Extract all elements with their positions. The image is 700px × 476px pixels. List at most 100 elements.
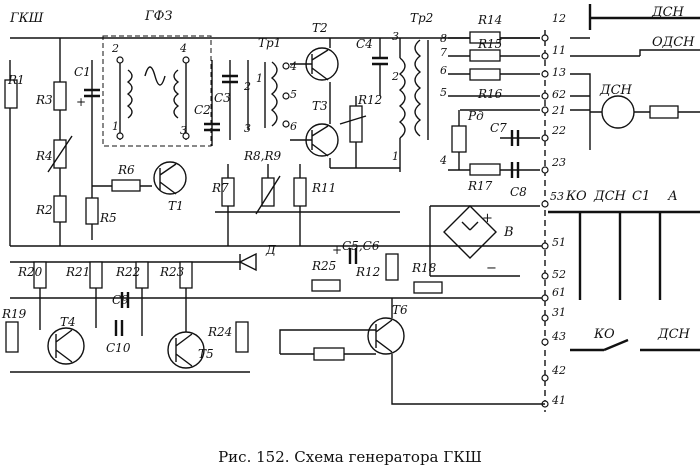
dsn-mid-label: ДСН [593, 189, 627, 204]
c8-label: C8 [510, 185, 527, 199]
terminal-43: 43 [551, 330, 566, 343]
resistor-r15 [469, 68, 501, 81]
terminal-42: 42 [551, 364, 566, 377]
bridge-rectifier: + − В [429, 205, 540, 277]
r23-label: R24 [207, 325, 232, 339]
r20-label: R21 [65, 265, 90, 279]
capacitor-c5c6 [348, 248, 358, 264]
tr2-pin-8: 8 [440, 32, 447, 45]
dsn-top-label: ДСН [651, 5, 685, 20]
tr2-label: Тр2 [410, 11, 433, 25]
t3-label: T3 [312, 99, 328, 113]
t6-stage: T6 [279, 298, 545, 405]
resistor-r23 [235, 321, 249, 353]
tr2-pin-7: 7 [440, 46, 447, 59]
r1-label: R1 [7, 73, 25, 87]
tr1-pin-4: 4 [289, 60, 297, 73]
r12-label: R12 [355, 265, 380, 279]
resistor-r18 [5, 321, 19, 353]
c1-plus: + [76, 95, 86, 109]
output-stage: T2 T3 C4 R12 R8,R9 [243, 21, 400, 169]
terminal-41: 41 [551, 394, 566, 407]
bridge-plus: + [482, 211, 493, 226]
t2-label: T2 [312, 21, 328, 35]
c3-label: C3 [214, 91, 231, 105]
t4-label: T4 [60, 315, 76, 329]
r24-label: R25 [311, 259, 336, 273]
r18-label: R19 [1, 307, 27, 321]
resistor-r2 [53, 195, 67, 223]
c7-label: C7 [490, 121, 507, 135]
tr2-transformer: 3 2 1 8 7 6 5 4 [391, 30, 447, 172]
c5c6-plus: + [332, 243, 342, 257]
gfz-label: ГФЗ [144, 9, 173, 24]
transistor-t4 [47, 327, 85, 365]
r19-label: R20 [17, 265, 43, 279]
gfz-out-3: 3 [244, 122, 251, 135]
gfz-pin-3: 3 [180, 124, 187, 137]
input-section: R1 R3 R4 R2 C1 + R5 R6 T1 [4, 60, 187, 240]
t5-label: T5 [198, 347, 214, 361]
diode-d [238, 252, 257, 272]
c1-label: C1 [74, 65, 91, 79]
r21-label: R22 [115, 265, 140, 279]
ko-label-1: КО [565, 189, 587, 204]
terminal-strip: 12 11 13 62 21 22 23 53 51 52 61 31 43 4… [541, 12, 566, 412]
resistor-r6 [111, 179, 141, 192]
r7-label: R7 [211, 181, 229, 195]
resistor-r14 [469, 49, 501, 62]
resistor-r11 [349, 105, 363, 143]
r11-label: R12 [357, 93, 382, 107]
title-label: ГКШ [9, 11, 45, 26]
gfz-pin-1: 1 [112, 120, 119, 133]
terminal-11: 11 [552, 44, 566, 57]
r4-label: R4 [35, 149, 53, 163]
capacitor-c1 [84, 88, 100, 98]
r10-label: R11 [311, 181, 336, 195]
tr2-pin-4: 4 [439, 154, 447, 167]
terminal-31: 31 [552, 306, 566, 319]
terminal-51: 51 [552, 236, 566, 249]
capacitor-c10 [114, 320, 124, 336]
r15-label: R16 [477, 87, 503, 101]
r8r9-label: R8,R9 [243, 149, 282, 163]
c9-label: C9 [112, 293, 129, 307]
tr2-pin-2: 2 [391, 70, 399, 83]
rd-label: Рд [467, 109, 484, 123]
terminal-23: 23 [551, 156, 566, 169]
figure-caption: Рис. 152. Схема генератора ГКШ [218, 448, 482, 466]
dsn-lamp [601, 95, 635, 129]
dsn-lamp-label: ДСН [599, 83, 633, 98]
r16-label: R17 [467, 179, 493, 193]
resistor-r24 [311, 279, 341, 292]
r2-label: R2 [35, 203, 53, 217]
c4-label: C4 [356, 37, 373, 51]
r5-label: R5 [99, 211, 117, 225]
ko-label-2: КО [593, 327, 615, 342]
resistor-r3 [53, 81, 67, 111]
terminal-62: 62 [552, 88, 566, 101]
resistor-r25 [313, 347, 345, 361]
r3-label: R3 [35, 93, 53, 107]
r13-label: R14 [477, 13, 502, 27]
r14-label: R15 [477, 37, 502, 51]
c5c6-label: C5,C6 [342, 239, 380, 253]
gfz-pin-2: 2 [111, 42, 119, 55]
diode-label: Д [265, 243, 276, 257]
rd-element [451, 125, 467, 153]
c1-contact-label: С1 [632, 189, 650, 204]
lamp-resistor [649, 105, 679, 119]
tr2-pin-5: 5 [440, 86, 447, 99]
terminal-13: 13 [552, 66, 566, 79]
tr2-pin-6: 6 [440, 64, 447, 77]
resistor-r5 [85, 197, 99, 225]
capacitor-c4 [372, 56, 388, 66]
generator-schematic: ГКШ ГФЗ Тр1 Тр2 R1 R3 R4 R2 C1 + R5 R6 T… [1, 4, 700, 412]
resistor-r10 [293, 177, 307, 207]
transistor-t1 [153, 161, 187, 195]
tr2-pin-3: 3 [392, 30, 399, 43]
capacitor-c8 [510, 162, 520, 178]
gfz-block: 2 4 1 3 C2 C3 2 3 [102, 35, 251, 147]
resistor-r16 [469, 163, 501, 176]
gfz-pin-4: 4 [179, 42, 187, 55]
